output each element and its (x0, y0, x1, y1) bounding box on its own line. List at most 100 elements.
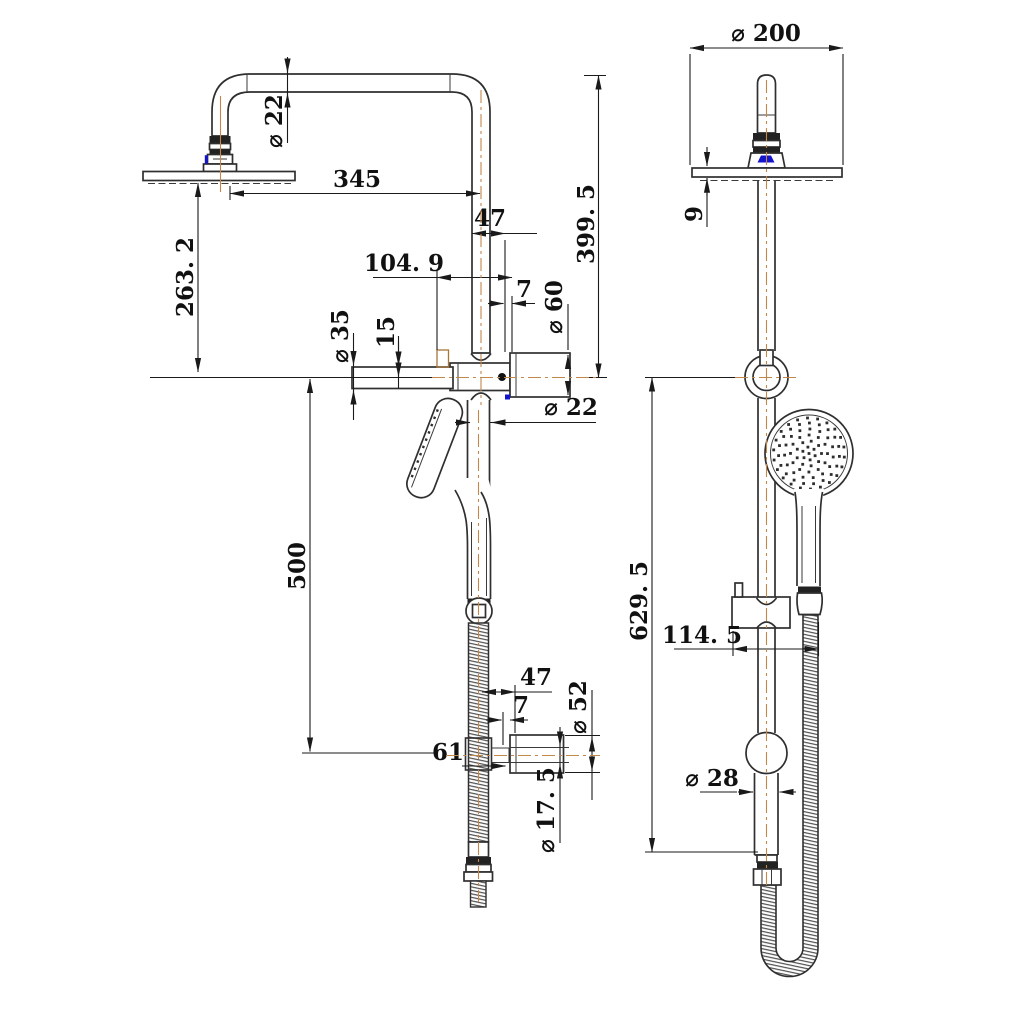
dim-outlet-bore: ⌀ 17. 5 (533, 727, 564, 853)
nozzle-dot (419, 452, 423, 456)
nozzle-dot (430, 423, 434, 427)
nozzle-dot (791, 442, 795, 446)
rain-head-disc (142, 170, 296, 182)
nozzle-dot (416, 459, 420, 464)
nozzle-dot (838, 455, 841, 458)
front-view: ⌀ 22 345 47 399. 5 263. 2 (142, 57, 607, 908)
nozzle-dot (801, 441, 805, 445)
nozzle-dot (842, 445, 846, 449)
nozzle-dot (792, 478, 796, 482)
spray-face-edge (411, 408, 443, 488)
hose-nut (752, 868, 782, 886)
nozzle-dot (776, 468, 779, 471)
dim-hose-drop-label: 500 (284, 542, 311, 590)
nozzle-dot (835, 474, 839, 477)
nozzle-dot (783, 453, 786, 457)
nozzle-dot (784, 472, 788, 476)
nozzle-dot (791, 461, 795, 465)
dim-head-drop-label: 263. 2 (172, 237, 199, 317)
handle-edge (480, 491, 492, 599)
nozzle-dot (435, 408, 439, 413)
nozzle-dot (826, 436, 830, 440)
nozzle-dot (789, 427, 792, 431)
nozzle-dot (413, 467, 417, 471)
dim-slider-reach-label: 114. 5 (662, 622, 742, 649)
nozzle-dot (798, 423, 801, 426)
nozzle-dot (801, 449, 805, 453)
nozzle-dot (819, 485, 822, 489)
nozzle-dot (820, 452, 823, 455)
diverter-knob (509, 352, 571, 398)
nozzle-dot (828, 465, 832, 468)
nozzle-dot (826, 428, 830, 432)
dim-column-height-label: 399. 5 (573, 184, 600, 264)
dim-diverter-diameter: ⌀ 60 (541, 280, 572, 396)
holder-tab (436, 349, 450, 368)
dim-head-thickness-label: 9 (681, 206, 708, 222)
dim-head-drop: 263. 2 (150, 182, 432, 379)
nozzle-dot (427, 430, 431, 434)
connector-blue-mark (204, 155, 208, 164)
nozzle-dot (812, 482, 815, 486)
dim-holder-offset: 104. 9 (364, 250, 513, 350)
dim-rail-height: 629. 5 (626, 376, 758, 853)
dim-lower-span: 47 (481, 664, 552, 733)
nozzle-dot (817, 423, 821, 427)
water-inlet-body (509, 734, 565, 774)
dim-upper-span-label: 47 (474, 205, 506, 232)
nozzle-dot (812, 447, 816, 451)
nozzle-dot (792, 471, 796, 475)
nozzle-dot (839, 436, 842, 439)
nozzle-dot (821, 479, 825, 482)
dim-bottom-diameter-label: ⌀ 28 (685, 765, 739, 792)
nozzle-dot (813, 454, 817, 458)
nozzle-dot (821, 472, 824, 476)
dim-lower-span-label: 47 (520, 664, 552, 691)
nozzle-dot (842, 455, 846, 459)
nozzle-dot (816, 436, 820, 439)
dim-holder-inset: 15 (373, 316, 402, 388)
hand-shower-head (406, 397, 464, 499)
dim-bottom-diameter: ⌀ 28 (685, 765, 796, 796)
pivot-dot (498, 373, 506, 381)
nozzle-dot (778, 444, 781, 447)
hand-shower-front (406, 397, 493, 625)
nozzle-dot (811, 476, 815, 479)
nozzle-dot (833, 435, 837, 439)
dim-head-diameter-label: ⌀ 200 (731, 20, 801, 47)
nozzle-dot (782, 435, 786, 438)
nozzle-dot (817, 444, 820, 447)
dim-holder-diameter: ⌀ 35 (327, 309, 357, 420)
rail-fillet (755, 597, 778, 606)
nozzle-dot (802, 482, 805, 485)
nozzle-dot (790, 435, 793, 438)
dim-arm-diameter-label: ⌀ 22 (261, 94, 288, 148)
nozzle-dot (833, 427, 837, 431)
nozzle-dot (818, 430, 822, 433)
nozzle-dot (801, 475, 805, 479)
nozzle-dot (808, 458, 812, 462)
nozzle-dot (774, 438, 778, 442)
shower-arm-and-column (211, 73, 491, 354)
nozzle-dot (784, 443, 788, 447)
dim-head-offset-label: 345 (333, 166, 381, 193)
nozzle-dot (835, 464, 839, 468)
nozzle-dot (816, 417, 819, 421)
spray-face-dots (410, 408, 439, 478)
nozzle-dot (831, 455, 835, 459)
nozzle-dot (433, 416, 437, 420)
nozzle-dot (799, 486, 802, 490)
dim-slider-reach: 114. 5 (662, 622, 820, 656)
dim-head-diameter: ⌀ 200 (689, 20, 844, 165)
nozzle-dot (807, 470, 811, 474)
hose-cone (796, 592, 824, 616)
nozzle-dot (837, 445, 841, 448)
nozzle-dot (826, 452, 829, 455)
nozzle-dot (798, 468, 802, 471)
dim-outlet-diameter-label: ⌀ 52 (565, 680, 592, 734)
nozzle-dot (421, 445, 425, 449)
nozzle-dot (787, 423, 790, 426)
nozzle-dot (424, 438, 428, 442)
